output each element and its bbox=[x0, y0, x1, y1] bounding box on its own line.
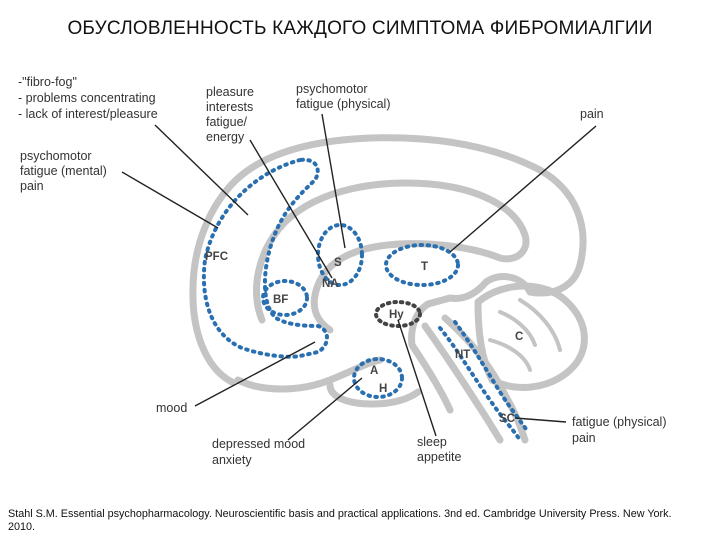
label-fibro-fog-1: -"fibro-fog" bbox=[18, 75, 77, 89]
corpus-callosum bbox=[253, 179, 530, 334]
label-pleasure-4: energy bbox=[206, 130, 245, 144]
label-psychomotor-physical-1: psychomotor bbox=[296, 82, 368, 96]
region-labels: PFC S NA T BF Hy C NT A H SC bbox=[205, 251, 523, 425]
pointer-fatigue-physical bbox=[514, 417, 567, 423]
label-fatigue-physical-2: pain bbox=[572, 431, 596, 445]
s-region bbox=[316, 223, 364, 287]
region-hy: Hy bbox=[389, 309, 404, 321]
label-pleasure-2: interests bbox=[206, 100, 253, 114]
cerebellum-folds bbox=[488, 298, 562, 372]
label-pleasure-1: pleasure bbox=[206, 85, 254, 99]
pointer-psychomotor-physical bbox=[321, 113, 346, 249]
pfc-region bbox=[201, 157, 329, 359]
label-sleep-2: appetite bbox=[417, 450, 462, 464]
pointer-pleasure bbox=[249, 139, 333, 279]
pointer-pain-top bbox=[449, 125, 597, 253]
bf-region bbox=[261, 279, 309, 317]
label-pleasure-3: fatigue/ bbox=[206, 115, 248, 129]
region-a: A bbox=[370, 365, 378, 377]
cerebellum bbox=[474, 282, 588, 391]
region-sc: SC bbox=[499, 413, 515, 425]
temporal-lobe bbox=[326, 381, 422, 408]
citation: Stahl S.M. Essential psychopharmacology.… bbox=[8, 508, 672, 533]
region-s: S bbox=[334, 257, 342, 269]
label-depressed-1: depressed mood bbox=[212, 437, 305, 451]
cortex-outline bbox=[189, 134, 587, 414]
pointer-sleep bbox=[397, 319, 437, 437]
a-region bbox=[352, 357, 404, 399]
lower-cortex bbox=[234, 356, 384, 393]
label-psychomotor-mental-1: psychomotor bbox=[20, 149, 92, 163]
label-depressed-2: anxiety bbox=[212, 453, 252, 467]
region-nt: NT bbox=[455, 349, 470, 361]
region-na: NA bbox=[322, 278, 339, 290]
label-mood: mood bbox=[156, 401, 187, 415]
label-fatigue-physical-1: fatigue (physical) bbox=[572, 415, 667, 429]
nt-sc-tract-2 bbox=[453, 320, 530, 434]
region-t: T bbox=[421, 261, 428, 273]
label-psychomotor-mental-3: pain bbox=[20, 179, 44, 193]
pointer-psychomotor-mental bbox=[121, 171, 219, 229]
label-psychomotor-mental-2: fatigue (mental) bbox=[20, 164, 107, 178]
label-sleep-1: sleep bbox=[417, 435, 447, 449]
t-region bbox=[384, 243, 460, 287]
nt-sc-tract bbox=[438, 326, 522, 442]
region-h: H bbox=[379, 383, 387, 395]
pointer-depressed bbox=[287, 377, 363, 441]
label-fibro-fog-2: - problems concentrating bbox=[18, 91, 156, 105]
hy-region bbox=[374, 300, 422, 328]
region-bf: BF bbox=[273, 294, 288, 306]
brainstem-inner bbox=[421, 322, 504, 444]
region-c: C bbox=[515, 331, 523, 343]
page-title: ОБУСЛОВЛЕННОСТЬ КАЖДОГО СИМПТОМА ФИБРОМИ… bbox=[67, 18, 653, 39]
label-psychomotor-physical-2: fatigue (physical) bbox=[296, 97, 391, 111]
label-pain-top: pain bbox=[580, 107, 604, 121]
label-fibro-fog-3: - lack of interest/pleasure bbox=[18, 107, 158, 121]
pointer-fibro-fog bbox=[154, 124, 249, 216]
pointer-lines bbox=[121, 113, 597, 441]
symptom-labels: -"fibro-fog" - problems concentrating - … bbox=[18, 75, 667, 467]
pointer-mood bbox=[194, 341, 316, 407]
region-pfc: PFC bbox=[205, 251, 228, 263]
dotted-regions bbox=[201, 157, 530, 442]
